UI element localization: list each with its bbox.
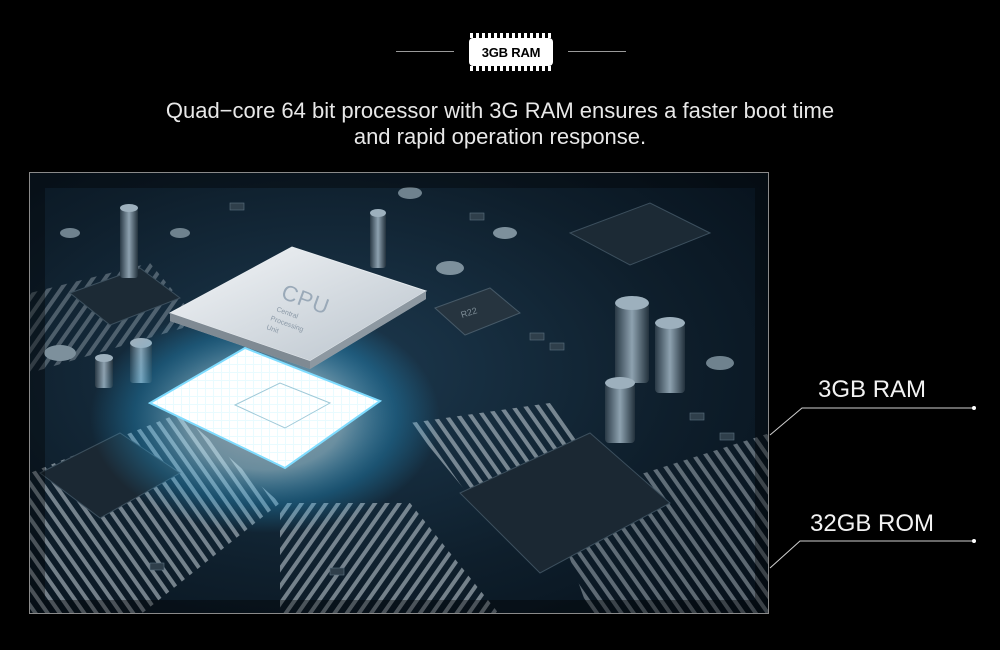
cpu-chip-subtext-3: Unit bbox=[265, 324, 279, 335]
chip-pins-bottom bbox=[470, 66, 552, 71]
inductor-label: R22 bbox=[460, 305, 479, 320]
die-core-block bbox=[233, 382, 332, 429]
headline-line-2: and rapid operation response. bbox=[353, 124, 647, 149]
ic-top-left bbox=[68, 267, 182, 326]
circuit-board-photo: R22 bbox=[29, 172, 769, 614]
trace-bundle-bottom bbox=[280, 503, 499, 613]
spec-ram-label: 3GB RAM bbox=[818, 376, 927, 403]
headline: Quad−core 64 bit processor with 3G RAM e… bbox=[0, 98, 1000, 150]
inductor-r22: R22 bbox=[434, 287, 521, 336]
ram-badge-label: 3GB RAM bbox=[469, 38, 553, 66]
rom-leader-dot bbox=[972, 539, 976, 543]
smd-components bbox=[149, 202, 735, 576]
chip-pins-top bbox=[470, 33, 552, 38]
ram-leader-line bbox=[769, 407, 974, 436]
ram-leader-dot bbox=[972, 406, 976, 410]
processor-die bbox=[147, 346, 383, 470]
cpu-chip: CPU Central Processing Unit bbox=[168, 246, 428, 369]
ic-bottom-right bbox=[459, 432, 671, 574]
headline-line-1: Quad−core 64 bit processor with 3G RAM e… bbox=[165, 98, 835, 123]
header-divider-right bbox=[568, 51, 626, 52]
ram-chip-badge bbox=[464, 33, 558, 71]
header-divider-left bbox=[396, 51, 454, 52]
rom-leader-line bbox=[769, 540, 974, 569]
trace-bundle-far-right bbox=[550, 433, 768, 613]
spec-rom-label: 32GB ROM bbox=[810, 510, 935, 537]
ic-top-right bbox=[568, 202, 712, 266]
